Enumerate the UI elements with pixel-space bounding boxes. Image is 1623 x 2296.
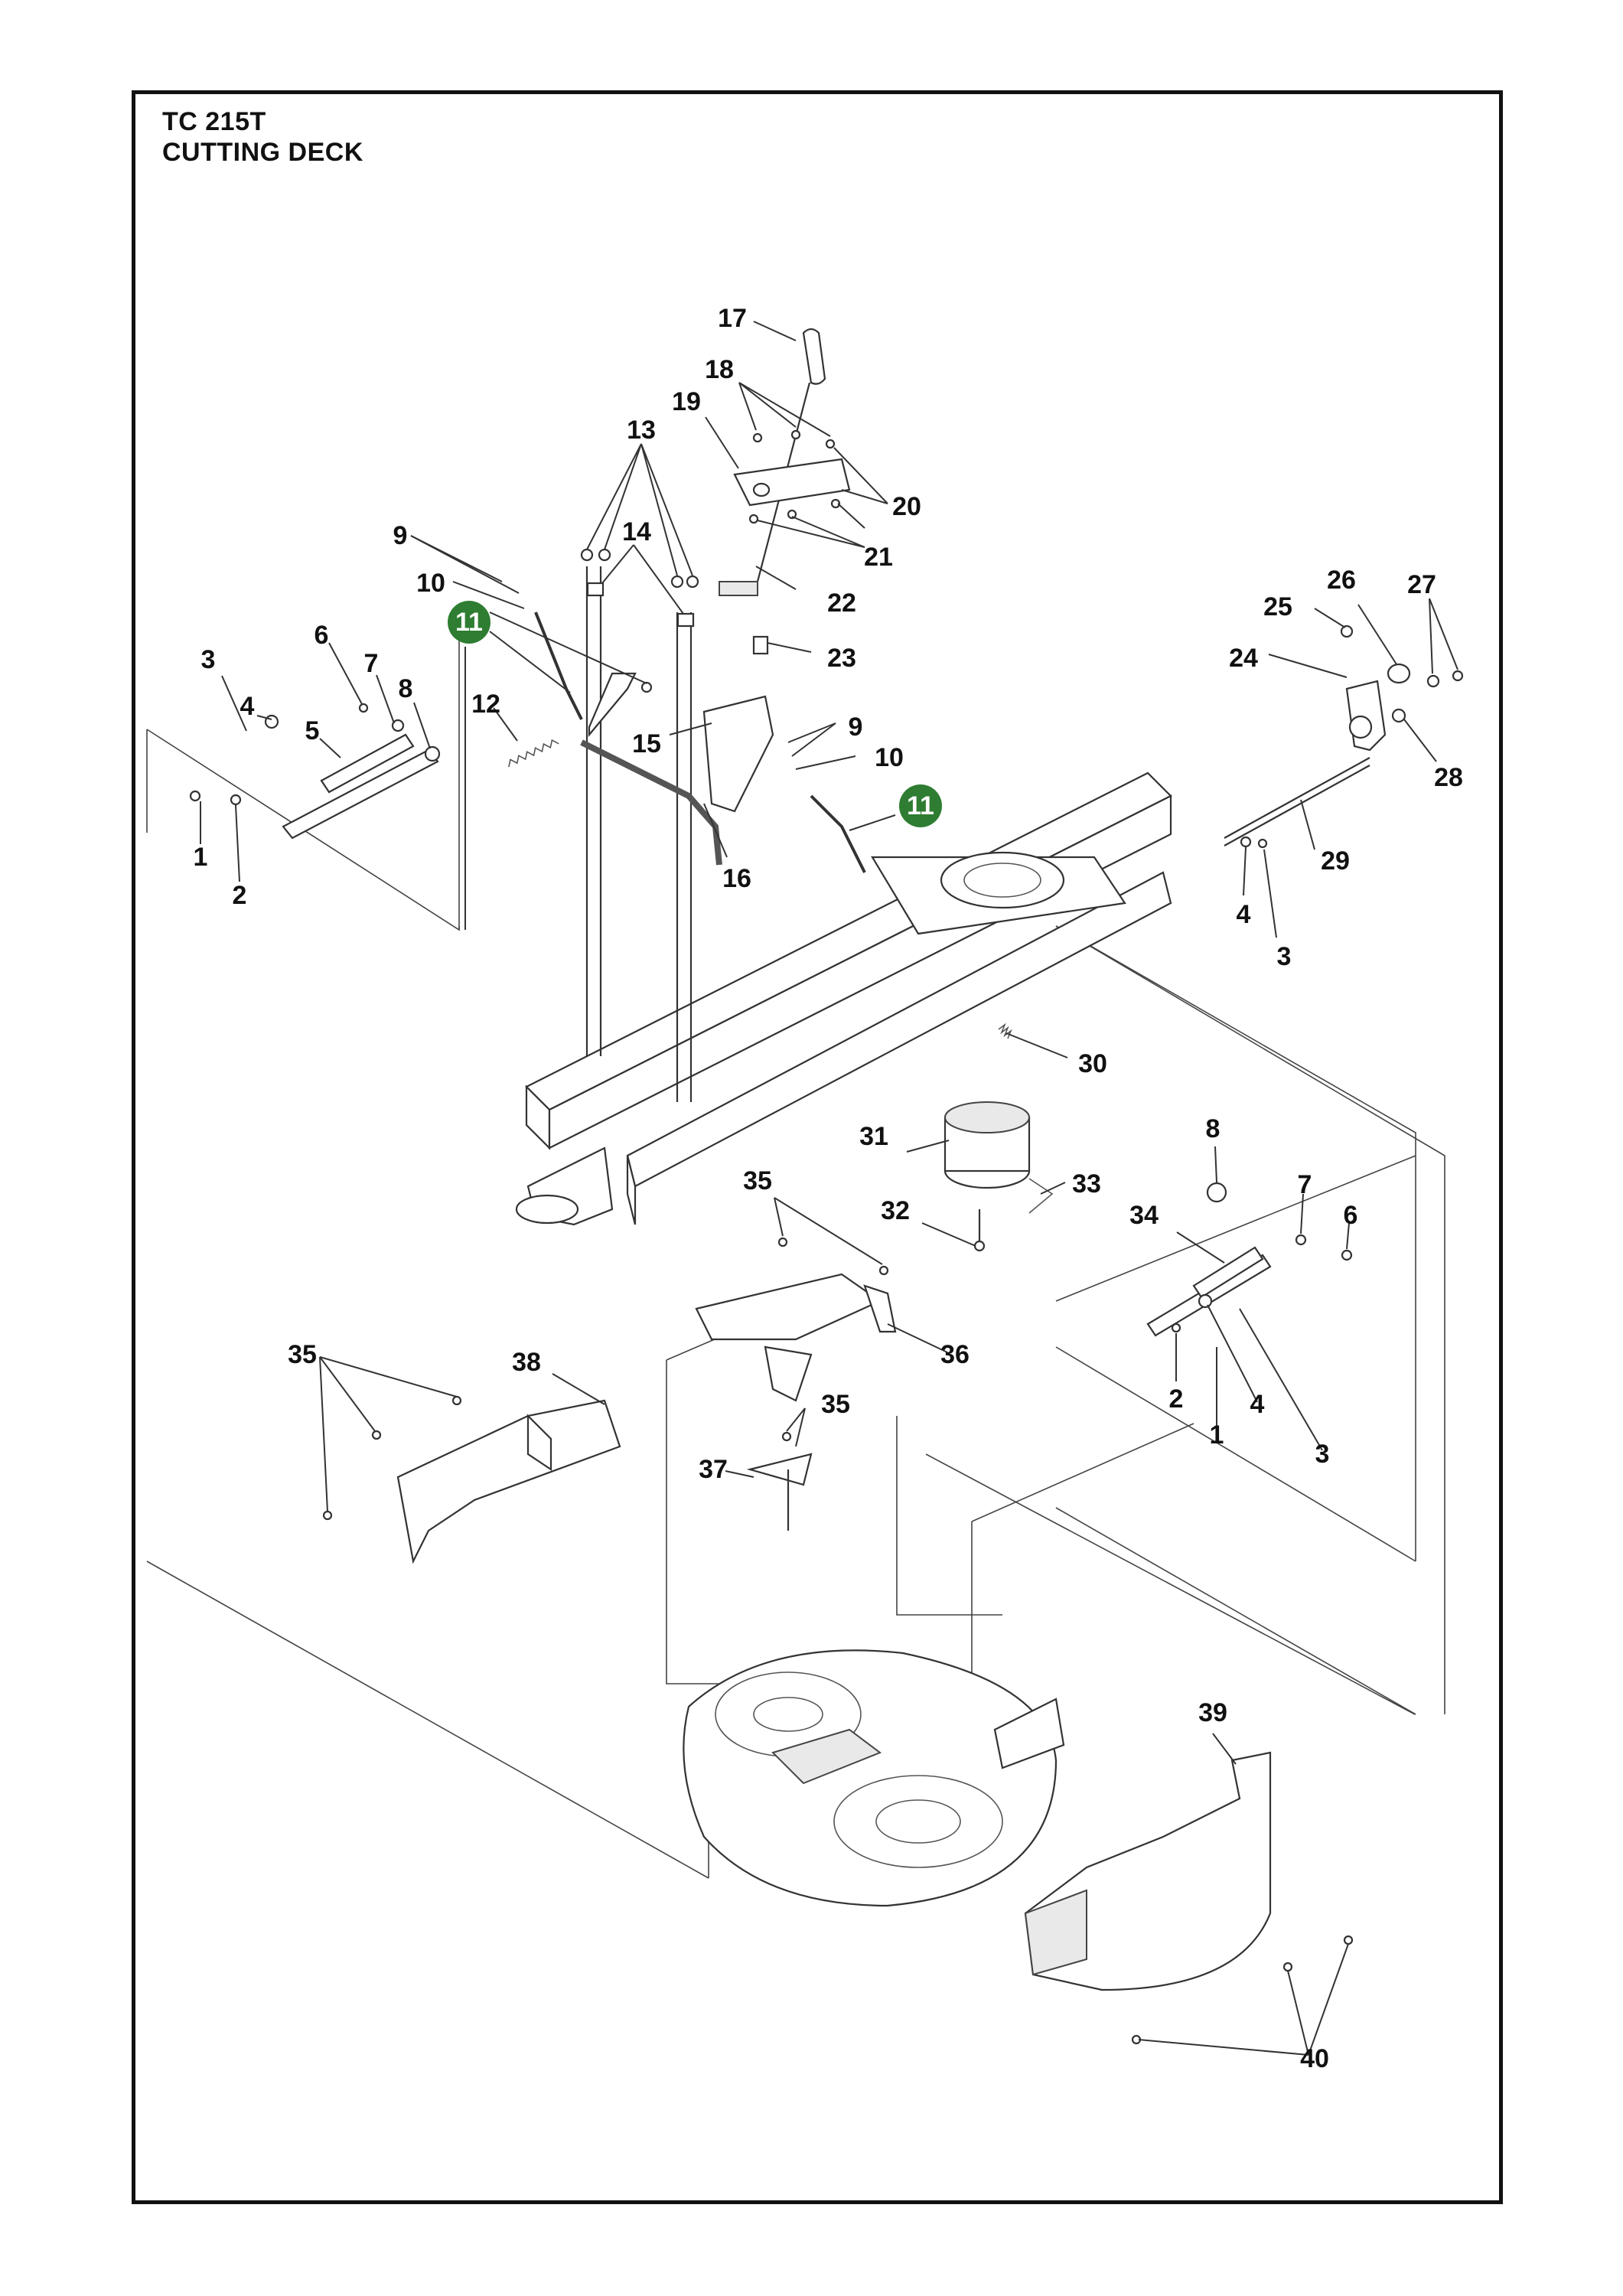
lever-assembly xyxy=(719,328,851,655)
highlight-badge-11a xyxy=(448,601,490,644)
callout-11b: 11 xyxy=(907,791,934,820)
highlight-badge-11b xyxy=(899,784,942,827)
callout-1: 1 xyxy=(194,843,208,872)
callout-35a: 35 xyxy=(743,1166,772,1195)
cutting-deck xyxy=(683,1649,1065,1907)
callout-4: 4 xyxy=(240,692,255,721)
callout-3b: 3 xyxy=(1277,942,1292,971)
callout-34: 34 xyxy=(1129,1201,1159,1230)
callout-9b: 9 xyxy=(849,713,863,742)
model-title: TC 215T xyxy=(162,107,266,136)
callout-22: 22 xyxy=(827,589,856,618)
callout-17: 17 xyxy=(718,304,747,333)
callout-32: 32 xyxy=(881,1196,910,1225)
callout-2: 2 xyxy=(233,881,247,910)
callout-35c: 35 xyxy=(821,1390,850,1419)
callout-33: 33 xyxy=(1072,1169,1101,1199)
callout-15: 15 xyxy=(632,729,661,758)
callout-23: 23 xyxy=(827,644,856,673)
callout-10b: 10 xyxy=(875,743,904,772)
callout-26: 26 xyxy=(1327,566,1356,595)
chassis-frame xyxy=(515,771,1172,1226)
callout-24: 24 xyxy=(1229,644,1258,673)
callout-37: 37 xyxy=(699,1455,728,1484)
callout-30: 30 xyxy=(1078,1049,1107,1078)
clutch-assembly xyxy=(943,1022,1054,1252)
callout-8b: 8 xyxy=(1206,1114,1221,1143)
spring-12 xyxy=(508,739,559,768)
callout-38: 38 xyxy=(512,1348,541,1377)
callout-39: 39 xyxy=(1198,1698,1227,1727)
callout-40: 40 xyxy=(1300,2044,1329,2073)
callout-20: 20 xyxy=(892,492,921,521)
callout-31: 31 xyxy=(859,1122,888,1151)
callout-12: 12 xyxy=(471,690,500,719)
guard-left xyxy=(322,1395,621,1564)
callout-3c: 3 xyxy=(1315,1440,1330,1469)
callout-36: 36 xyxy=(940,1340,970,1369)
callout-5: 5 xyxy=(305,716,320,745)
callout-18: 18 xyxy=(705,355,734,384)
lift-shaft xyxy=(580,672,774,866)
callout-labels: 1 2 3 4 5 6 7 8 9 10 11 12 13 14 15 16 1… xyxy=(194,304,1463,2073)
callout-29: 29 xyxy=(1321,846,1350,876)
callout-7: 7 xyxy=(364,649,379,678)
belt-cover xyxy=(695,1237,897,1531)
callout-25: 25 xyxy=(1263,592,1292,621)
callout-13: 13 xyxy=(627,416,656,445)
callout-14: 14 xyxy=(622,517,651,546)
section-title: CUTTING DECK xyxy=(162,138,363,167)
lift-arm-right xyxy=(1146,1182,1353,1337)
diagram-frame xyxy=(132,90,1503,2204)
callout-1b: 1 xyxy=(1210,1420,1224,1450)
lift-rods xyxy=(580,548,699,1102)
right-bracket xyxy=(1224,625,1464,849)
callout-4c: 4 xyxy=(1250,1390,1265,1419)
callout-19: 19 xyxy=(672,387,701,416)
callout-6b: 6 xyxy=(1344,1201,1358,1230)
callout-27: 27 xyxy=(1407,570,1436,599)
callout-3: 3 xyxy=(201,645,216,674)
leader-lines xyxy=(200,321,1458,2056)
callout-4b: 4 xyxy=(1237,900,1251,929)
callout-2b: 2 xyxy=(1169,1384,1184,1414)
callout-7b: 7 xyxy=(1298,1170,1312,1199)
callout-9: 9 xyxy=(393,521,408,550)
callout-10: 10 xyxy=(416,569,445,598)
callout-8: 8 xyxy=(399,674,413,703)
guard-right xyxy=(1024,1751,1354,2045)
lift-arm-left xyxy=(189,703,441,840)
callout-21: 21 xyxy=(864,543,893,572)
callout-6: 6 xyxy=(314,621,329,650)
callout-28: 28 xyxy=(1434,763,1463,792)
callout-11: 11 xyxy=(455,608,483,637)
callout-16: 16 xyxy=(722,864,751,893)
callout-35b: 35 xyxy=(288,1340,317,1369)
